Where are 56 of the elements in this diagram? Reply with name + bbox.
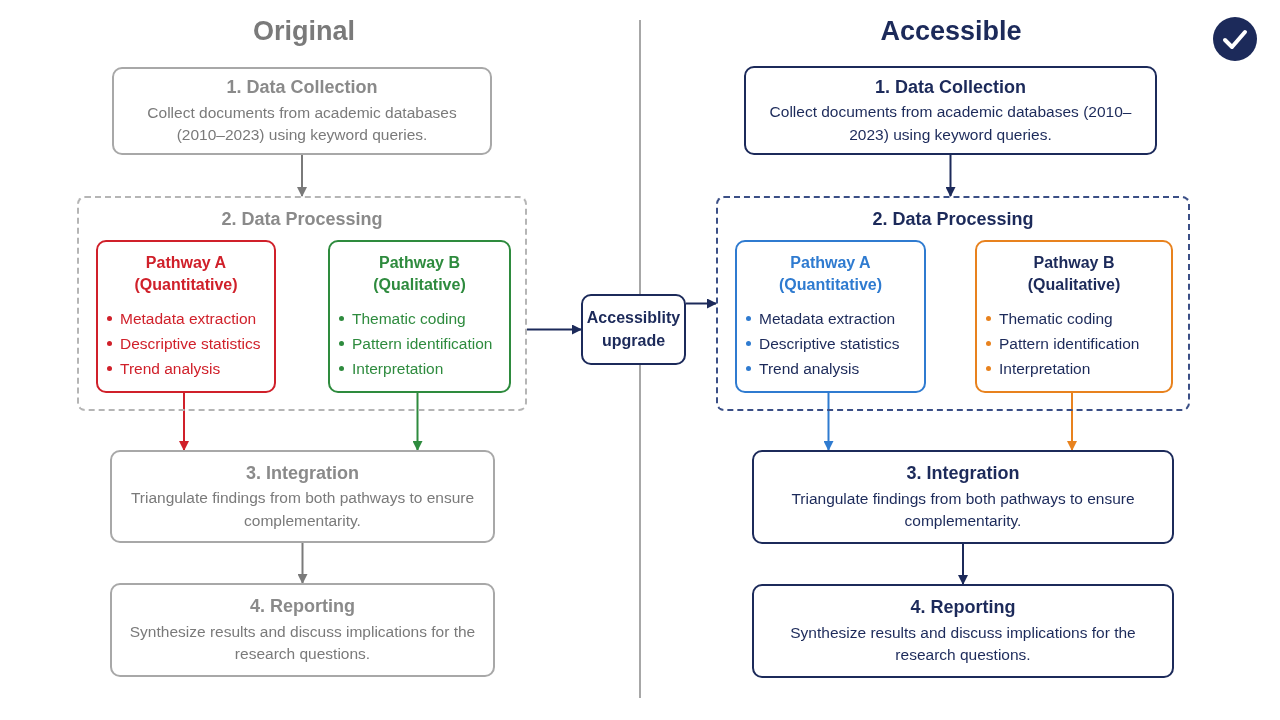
bullet-item: Thematic coding bbox=[985, 305, 1163, 331]
box-title: Pathway A (Quantitative) bbox=[777, 253, 884, 295]
arrow bbox=[823, 390, 834, 451]
box-title: 3. Integration bbox=[906, 462, 1020, 486]
process-box bbox=[744, 66, 1157, 155]
bullet-item: Pattern identification bbox=[338, 330, 501, 356]
process-box bbox=[752, 584, 1174, 678]
arrow bbox=[685, 298, 717, 309]
bullet-item: Trend analysis bbox=[745, 355, 916, 381]
box-title: 2. Data Processing bbox=[221, 208, 383, 231]
box-description: Triangulate findings from both pathways to ensure complementarity. bbox=[790, 488, 1136, 532]
box-title: Accessiblity upgrade bbox=[586, 308, 681, 351]
box-description: Collect documents from academic databases (2010–2023) using keyword queries. bbox=[146, 102, 458, 146]
box-title: 1. Data Collection bbox=[226, 76, 378, 100]
arrow bbox=[179, 390, 189, 451]
box-title: 4. Reporting bbox=[910, 596, 1016, 620]
bullet-item: Descriptive statistics bbox=[106, 330, 266, 356]
arrow bbox=[1067, 390, 1077, 451]
bullet-item: Pattern identification bbox=[985, 330, 1163, 356]
bullet-item: Thematic coding bbox=[338, 305, 501, 331]
process-box bbox=[752, 450, 1174, 544]
box-description: Synthesize results and discuss implications for the research questions. bbox=[128, 621, 477, 665]
pathway-box bbox=[96, 240, 276, 393]
pathway-box bbox=[975, 240, 1173, 393]
section-title: Original bbox=[252, 16, 356, 47]
arrow bbox=[297, 542, 308, 584]
bullet-item: Descriptive statistics bbox=[745, 330, 916, 356]
box-description: Collect documents from academic databases (2010–2023) using keyword queries. bbox=[768, 102, 1133, 145]
bullet-item: Metadata extraction bbox=[106, 305, 266, 331]
arrow bbox=[412, 390, 423, 451]
arrow bbox=[526, 324, 582, 335]
box-title: Pathway B (Qualitative) bbox=[372, 253, 467, 295]
process-box bbox=[112, 67, 492, 155]
arrow bbox=[945, 154, 956, 197]
bullet-item: Metadata extraction bbox=[745, 305, 916, 331]
box-title: 4. Reporting bbox=[250, 595, 355, 619]
group-box bbox=[716, 196, 1190, 411]
box-title: Pathway A (Quantitative) bbox=[133, 253, 239, 295]
box-title: 2. Data Processing bbox=[872, 208, 1034, 231]
box-title: 1. Data Collection bbox=[875, 75, 1026, 99]
bullet-item: Interpretation bbox=[338, 355, 501, 381]
bullet-item: Trend analysis bbox=[106, 355, 266, 381]
box-title: 3. Integration bbox=[246, 461, 359, 485]
box-description: Synthesize results and discuss implications for the research questions. bbox=[789, 622, 1137, 666]
pathway-box bbox=[735, 240, 926, 393]
section-title: Accessible bbox=[879, 16, 1023, 47]
arrow bbox=[958, 543, 968, 585]
bullet-item: Interpretation bbox=[985, 355, 1163, 381]
box-title: Pathway B (Qualitative) bbox=[1026, 253, 1122, 295]
group-box bbox=[77, 196, 527, 411]
process-box bbox=[110, 450, 495, 543]
process-box bbox=[581, 294, 686, 365]
pathway-box bbox=[328, 240, 511, 393]
process-box bbox=[110, 583, 495, 677]
box-description: Triangulate findings from both pathways to ensure complementarity. bbox=[129, 488, 476, 531]
arrow bbox=[297, 154, 307, 197]
